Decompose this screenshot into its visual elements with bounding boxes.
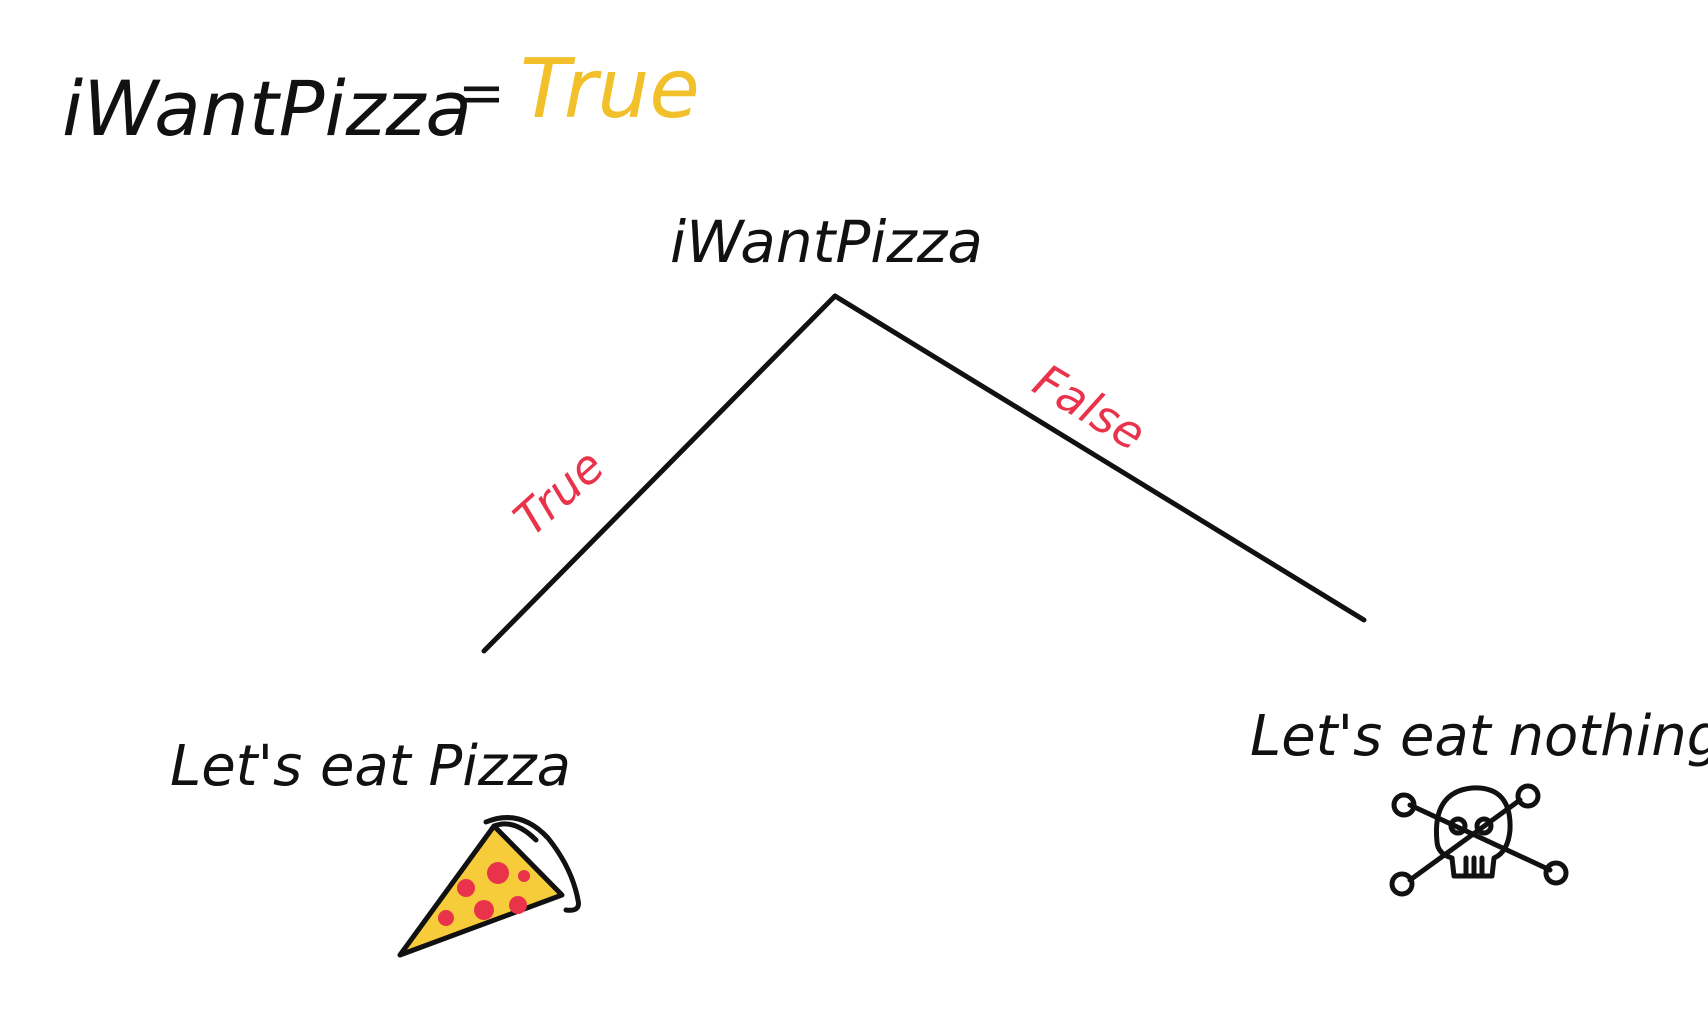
true-branch-edge — [481, 293, 838, 654]
false-leaf-node: Let's eat nothing — [1250, 704, 1708, 769]
true-leaf-node: Let's eat Pizza — [170, 734, 571, 799]
assignment-variable: iWantPizza — [62, 64, 472, 153]
pizza-slice-icon — [397, 815, 581, 958]
assignment-value: True — [520, 42, 700, 137]
assignment-statement: iWantPizza = True — [62, 42, 700, 153]
skull-crossbones-icon — [1389, 783, 1569, 897]
false-branch-label: False — [1024, 353, 1154, 461]
true-branch-label: True — [503, 439, 614, 547]
assignment-operator: = — [458, 61, 505, 126]
tree-root-node: iWantPizza — [670, 208, 983, 276]
false-branch-edge — [832, 293, 1367, 623]
